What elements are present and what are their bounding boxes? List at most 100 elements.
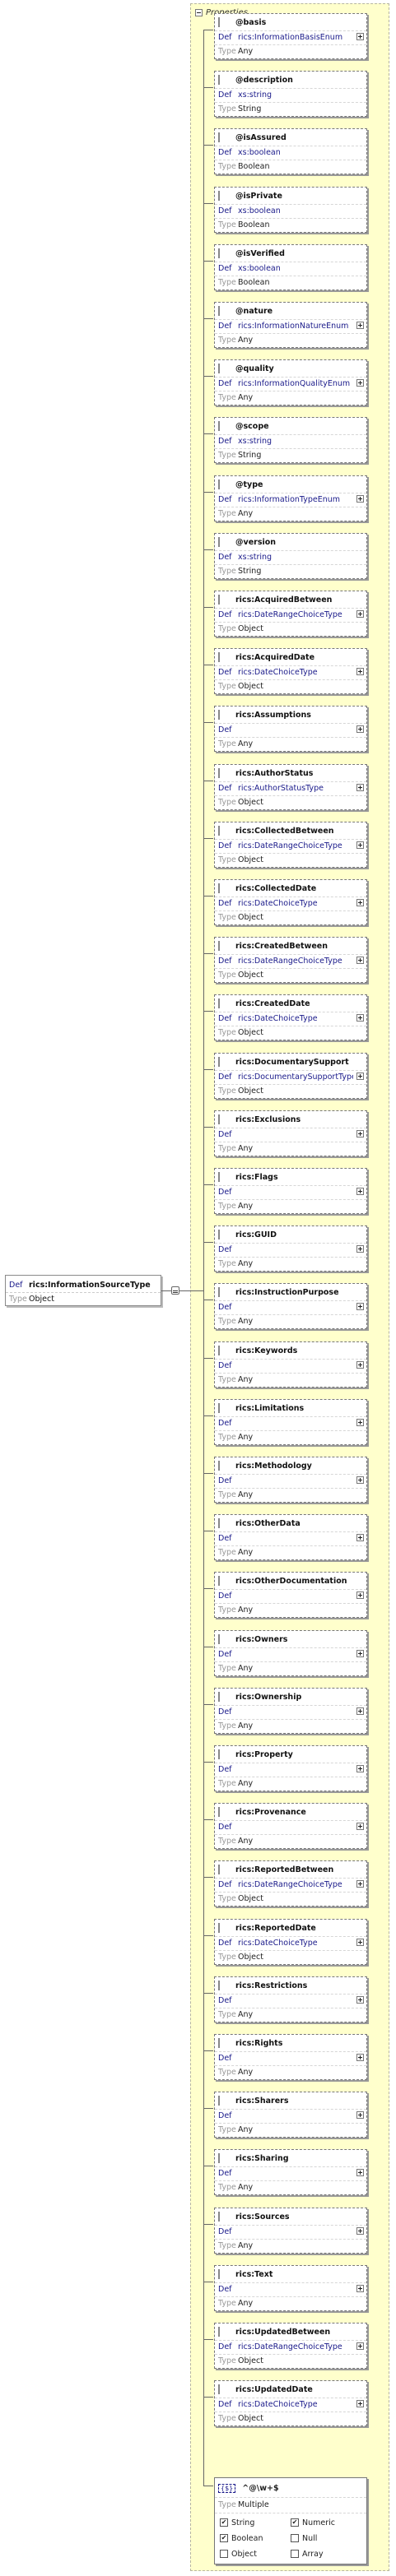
expand-icon[interactable] (356, 725, 364, 733)
expand-icon[interactable] (356, 1419, 364, 1426)
expand-icon[interactable] (356, 1650, 364, 1657)
expand-icon[interactable] (356, 2169, 364, 2176)
expand-icon[interactable] (356, 957, 364, 964)
type-check-boolean[interactable]: ✔Boolean (220, 2532, 273, 2545)
expand-icon[interactable] (356, 1188, 364, 1195)
expand-icon[interactable] (356, 1476, 364, 1484)
expand-icon[interactable] (356, 1880, 364, 1888)
expand-icon[interactable] (356, 1361, 364, 1369)
type-check-null[interactable]: Null (291, 2532, 343, 2545)
expand-icon[interactable] (356, 610, 364, 618)
pattern-property-node[interactable]: {$} ^@\w+$ Type Multiple ✔String✔Numeric… (214, 2477, 367, 2564)
expand-icon[interactable] (356, 1765, 364, 1772)
root-node-information-source-type[interactable]: Def rics:InformationSourceType Type Obje… (5, 1275, 161, 1306)
expand-icon[interactable] (356, 379, 364, 387)
expand-icon[interactable] (356, 2342, 364, 2350)
collapse-icon[interactable] (195, 8, 203, 16)
type-check-object[interactable]: Object (220, 2547, 273, 2560)
checkbox-checked-icon[interactable]: ✔ (220, 2518, 228, 2527)
properties-header[interactable]: Properties (195, 7, 248, 18)
checkbox-checked-icon[interactable]: ✔ (291, 2518, 299, 2527)
expand-icon[interactable] (356, 322, 364, 329)
expand-icon[interactable] (356, 1939, 364, 1946)
checkbox-unchecked-icon[interactable] (291, 2550, 299, 2558)
expand-icon[interactable] (356, 2400, 364, 2407)
property-name-text: rics:Sources (235, 2212, 290, 2222)
expand-icon[interactable] (356, 1014, 364, 1022)
expand-icon[interactable] (356, 1534, 364, 1541)
expand-icon[interactable] (356, 2285, 364, 2292)
expand-icon[interactable] (356, 841, 364, 849)
expand-icon[interactable] (356, 1996, 364, 2004)
expand-icon[interactable] (356, 1073, 364, 1080)
sequence-connector-icon[interactable] (171, 1286, 179, 1295)
expand-icon[interactable] (356, 1130, 364, 1137)
checkbox-unchecked-icon[interactable] (220, 2550, 228, 2558)
type-label: Type (218, 1547, 236, 1557)
type-check-array[interactable]: Array (291, 2547, 343, 2560)
expand-icon[interactable] (356, 784, 364, 791)
checkbox-checked-icon[interactable]: ✔ (220, 2534, 228, 2542)
expand-icon[interactable] (356, 1823, 364, 1830)
expand-icon[interactable] (356, 1303, 364, 1310)
checkbox-unchecked-icon[interactable] (291, 2534, 299, 2542)
expand-icon[interactable] (356, 2111, 364, 2119)
expand-icon[interactable] (356, 668, 364, 675)
type-check-string[interactable]: ✔String (220, 2516, 273, 2529)
property-name: rics:Methodology (218, 1459, 363, 1472)
expand-icon[interactable] (356, 495, 364, 503)
type-check-numeric[interactable]: ✔Numeric (291, 2516, 343, 2529)
pattern-type-row: Type Multiple (218, 2498, 353, 2511)
expand-icon[interactable] (356, 33, 364, 40)
expand-icon[interactable] (356, 1591, 364, 1599)
element-marker-icon (218, 1576, 229, 1586)
expand-icon[interactable] (356, 1245, 364, 1253)
expand-icon[interactable] (356, 1707, 364, 1715)
expand-icon[interactable] (356, 2054, 364, 2061)
expand-icon[interactable] (356, 899, 364, 906)
expand-icon[interactable] (356, 2227, 364, 2235)
